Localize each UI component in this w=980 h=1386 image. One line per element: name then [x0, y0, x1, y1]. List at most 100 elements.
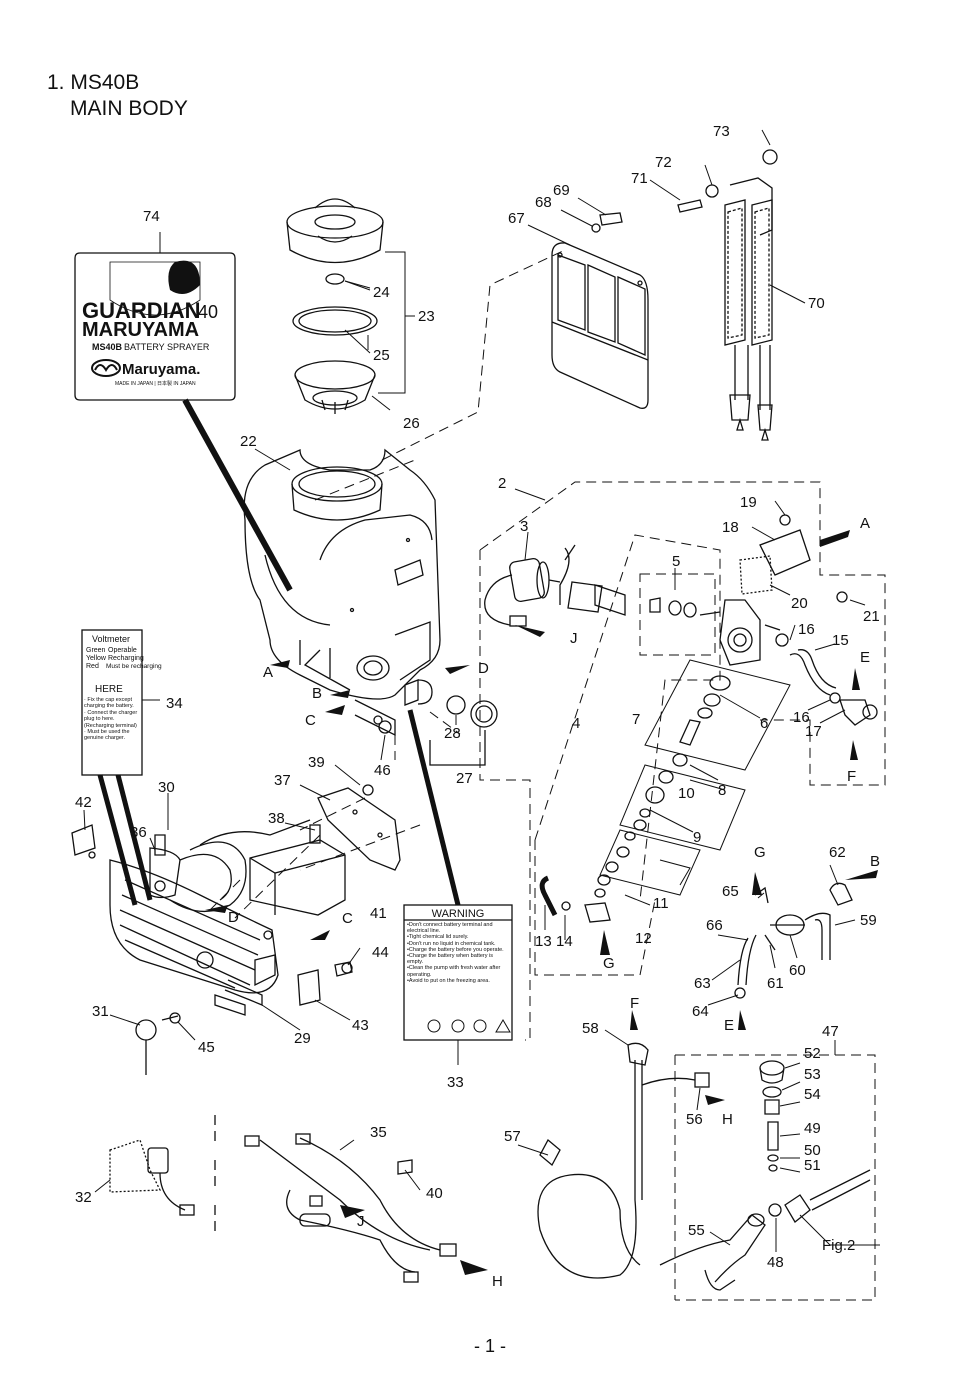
callout-16b: 16 — [793, 709, 810, 726]
callout-63: 63 — [694, 975, 711, 992]
callout-48: 48 — [767, 1254, 784, 1271]
callout-61: 61 — [767, 975, 784, 992]
label-74-model: MS40B — [92, 342, 123, 352]
label-33 — [403, 709, 513, 1065]
label-33-line-0: •Don't connect battery terminal and elec… — [407, 922, 493, 935]
callout-47: 47 — [822, 1023, 839, 1040]
callout-56: 56 — [686, 1111, 703, 1128]
nozzle-group-47 — [674, 1040, 880, 1301]
connector-j-motor: J — [570, 630, 578, 647]
hose-15 — [775, 633, 878, 726]
callout-28: 28 — [444, 725, 461, 742]
connector-c-frame: C — [342, 910, 353, 927]
battery-41 — [154, 784, 401, 916]
label-74-made-in: MADE IN JAPAN | 日本製 IN JAPAN — [115, 380, 196, 387]
label-34-legend-0-state: Operable — [108, 647, 137, 654]
callout-70: 70 — [808, 295, 825, 312]
label-34-legend-1-color: Yellow — [86, 655, 107, 662]
callout-21: 21 — [863, 608, 880, 625]
label-34-note-0: · Fix the cap except charging the batter… — [84, 697, 134, 710]
label-34-text: Voltmeter Green Operable Yellow Rechargi… — [84, 634, 162, 741]
connector-b-right: B — [870, 853, 880, 870]
bracket-23 — [344, 251, 415, 411]
page-subtitle: MAIN BODY — [70, 97, 188, 120]
callout-18: 18 — [722, 519, 739, 536]
callout-3: 3 — [520, 518, 528, 535]
callout-64: 64 — [692, 1003, 709, 1020]
connector-f-valve: F — [847, 768, 856, 785]
callout-27: 27 — [456, 770, 473, 787]
callout-39: 39 — [308, 754, 325, 771]
wire-harness-35 — [109, 1115, 457, 1283]
callout-33: 33 — [447, 1074, 464, 1091]
motor-3 — [484, 544, 626, 627]
leader-lines — [83, 129, 866, 1252]
callout-54: 54 — [804, 1086, 821, 1103]
label-33-title: WARNING — [432, 908, 485, 920]
tank-22 — [243, 448, 441, 737]
callout-34: 34 — [166, 695, 183, 712]
callout-57: 57 — [504, 1128, 521, 1145]
callout-46: 46 — [374, 762, 391, 779]
label-34-legend-1-state: Recharging — [108, 655, 144, 662]
connector-d-tank: D — [478, 660, 489, 677]
direction-arrows — [205, 530, 878, 1275]
callout-66: 66 — [706, 917, 723, 934]
callout-8: 8 — [718, 782, 726, 799]
label-74-text: GUARDIAN 40 MARUYAMA MS40B BATTERY SPRAY… — [82, 298, 218, 387]
label-34-legend-0-color: Green — [86, 647, 106, 654]
label-33-line-3: •Charge the battery before you operate. — [407, 946, 504, 953]
assembly-dashed-lines — [209, 249, 566, 919]
label-74-line3: BATTERY SPRAYER — [124, 342, 210, 352]
pump-subgroup-7 — [599, 659, 791, 896]
connector-g-valve: G — [754, 844, 766, 861]
callout-22: 22 — [240, 433, 257, 450]
callout-35: 35 — [370, 1124, 387, 1141]
callout-29: 29 — [294, 1030, 311, 1047]
callout-72: 72 — [655, 154, 672, 171]
label-74-line2: MARUYAMA — [82, 319, 199, 341]
callout-5: 5 — [672, 553, 680, 570]
callout-14: 14 — [556, 933, 573, 950]
callout-53: 53 — [804, 1066, 821, 1083]
cap-assembly — [286, 198, 384, 414]
label-74 — [74, 232, 293, 592]
connector-labels: A A B B C C D D E E F F G G H H J J Fig.… — [228, 515, 880, 1290]
shoulder-straps-70 — [677, 149, 778, 441]
callout-20: 20 — [791, 595, 808, 612]
label-74-brand: Maruyama. — [122, 361, 200, 378]
callout-36: 36 — [130, 824, 147, 841]
connector-h-harness: H — [492, 1273, 503, 1290]
callout-30: 30 — [158, 779, 175, 796]
connector-b-left: B — [312, 685, 322, 702]
callout-67: 67 — [508, 210, 525, 227]
label-33-line-2: •Don't run no liquid in chemical tank. — [407, 940, 496, 947]
label-33-line-4: •Charge the battery when battery is empt… — [407, 953, 493, 966]
connector-e-hose: E — [724, 1017, 734, 1034]
pump-group-2 — [479, 481, 886, 1041]
callout-31: 31 — [92, 1003, 109, 1020]
lower-frame-29 — [109, 841, 279, 1016]
callout-24: 24 — [373, 284, 390, 301]
callout-74: 74 — [143, 208, 160, 225]
connector-e-valve: E — [860, 649, 870, 666]
callout-58: 58 — [582, 1020, 599, 1037]
label-74-line1-num: 40 — [198, 302, 218, 322]
connector-a-right: A — [860, 515, 870, 532]
callout-49: 49 — [804, 1120, 821, 1137]
label-34 — [81, 629, 160, 906]
callout-60: 60 — [789, 962, 806, 979]
callout-15: 15 — [832, 632, 849, 649]
warning-pictogram-icons — [427, 1019, 511, 1033]
pressure-valve-60 — [734, 882, 853, 999]
callout-32: 32 — [75, 1189, 92, 1206]
callout-59: 59 — [860, 912, 877, 929]
connector-g-pump: G — [603, 955, 615, 972]
callout-62: 62 — [829, 844, 846, 861]
callout-labels: 2 3 4 5 6 7 8 9 10 11 12 13 14 15 16 16 … — [75, 123, 880, 1271]
callout-38: 38 — [268, 810, 285, 827]
callout-37: 37 — [274, 772, 291, 789]
label-33-text: WARNING •Don't connect battery terminal … — [407, 908, 511, 1033]
callout-10: 10 — [678, 785, 695, 802]
